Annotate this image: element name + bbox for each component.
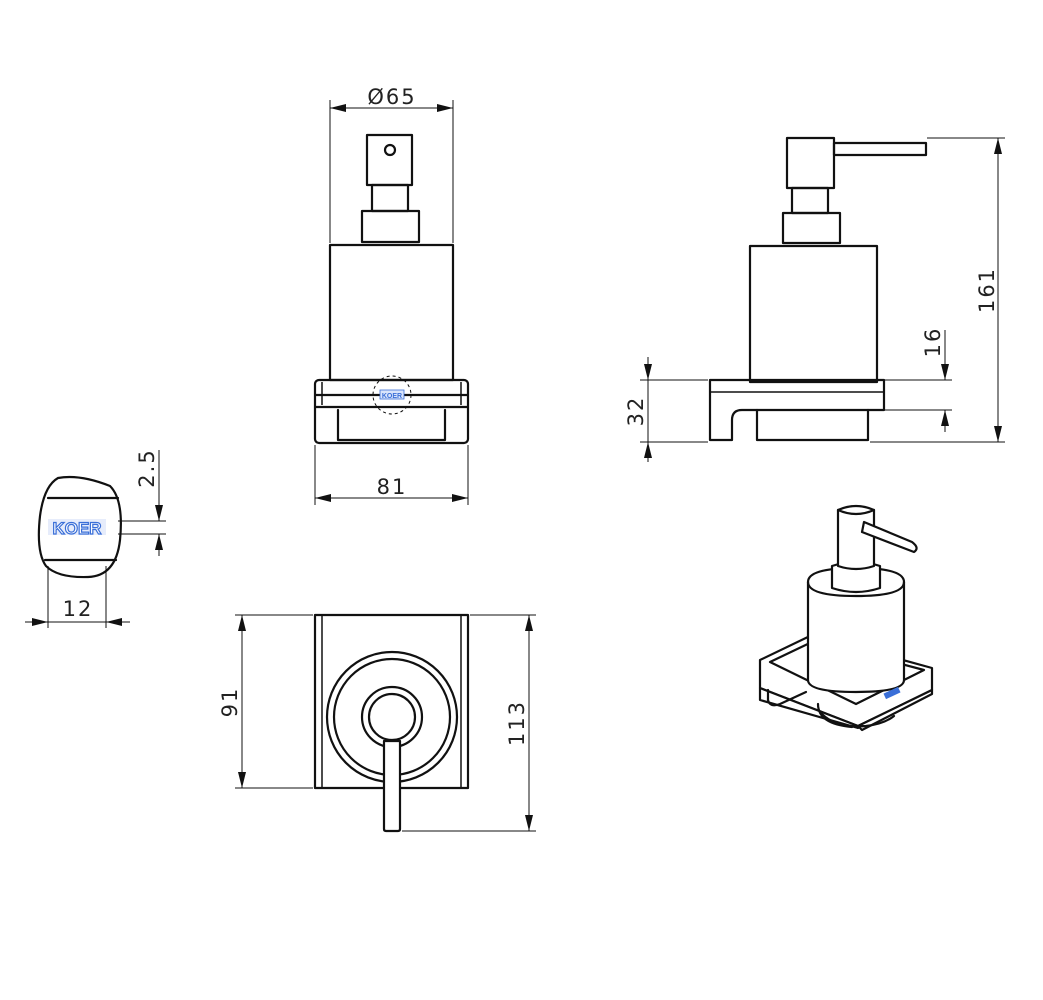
pump-head	[365, 133, 414, 187]
side-pump-spout	[832, 141, 928, 157]
pump-nozzle-hole	[383, 143, 397, 157]
logo-detail: KOER 2.5 12	[25, 448, 166, 628]
front-view: KOER Ø65 81	[313, 85, 470, 505]
holder-frame	[313, 378, 470, 445]
pump-collar-top	[360, 685, 424, 749]
plate-height-label: 91	[218, 687, 242, 718]
logo-mini: KOER	[382, 393, 402, 400]
logo-width-label: 12	[63, 597, 94, 621]
side-pump-stem	[790, 186, 830, 215]
bottle-body	[328, 243, 455, 382]
total-height-label: 161	[975, 267, 999, 313]
logo-detail-text: KOER	[52, 519, 101, 538]
bracket-height-label: 32	[624, 396, 648, 427]
diameter-label: Ø65	[367, 85, 416, 109]
iso-pump-spout	[860, 520, 918, 554]
side-bottle-body	[748, 244, 879, 384]
logo-detail-outline	[37, 475, 122, 579]
pump-stem	[370, 183, 410, 213]
pump-collar	[360, 209, 421, 244]
side-view: 161 16 32	[624, 136, 1005, 462]
overall-depth-label: 113	[505, 700, 529, 746]
side-pump-collar	[781, 211, 842, 245]
iso-logo-badge	[883, 686, 901, 700]
bottom-view: 91 113	[218, 613, 536, 833]
logo-callout-circle	[372, 375, 412, 415]
base-width-label: 81	[377, 475, 408, 499]
side-pump-head	[785, 136, 836, 190]
isometric-view	[758, 504, 934, 732]
pump-spout-top	[382, 739, 402, 833]
bracket-thickness-label: 16	[921, 327, 945, 358]
iso-pump-head	[836, 504, 876, 571]
side-bracket	[708, 378, 886, 442]
logo-thickness-label: 2.5	[135, 448, 159, 487]
